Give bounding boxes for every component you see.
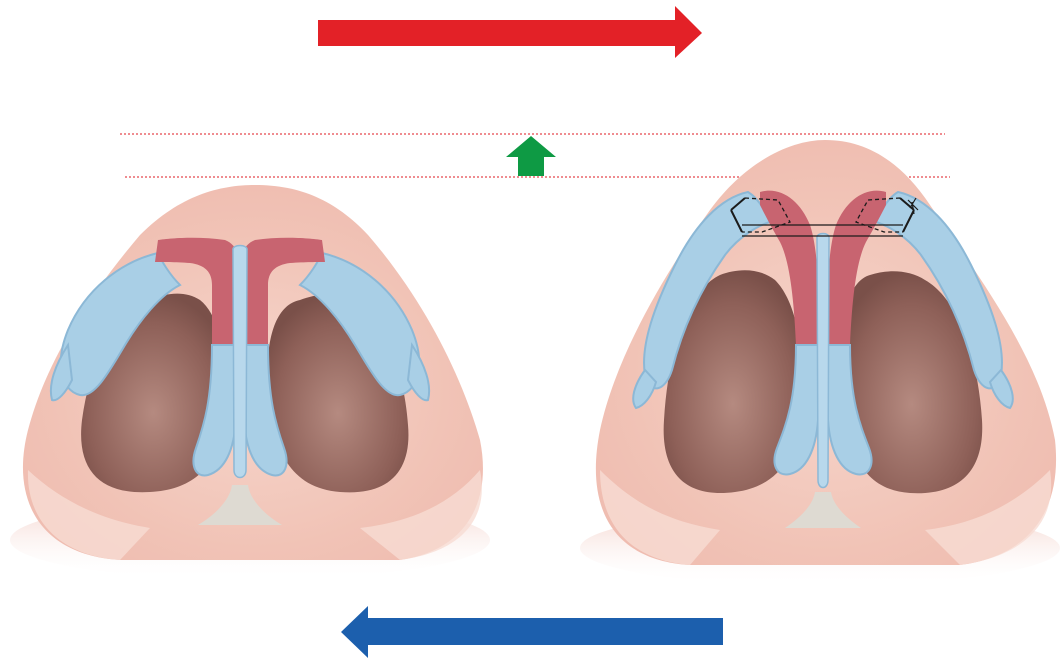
nose-before [10, 185, 490, 580]
arrow-up-icon [506, 136, 556, 176]
right-septum [817, 234, 829, 488]
left-septum [233, 246, 247, 478]
arrow-left-icon [341, 606, 723, 658]
arrow-right-icon [318, 6, 702, 58]
nose-after [580, 140, 1060, 586]
